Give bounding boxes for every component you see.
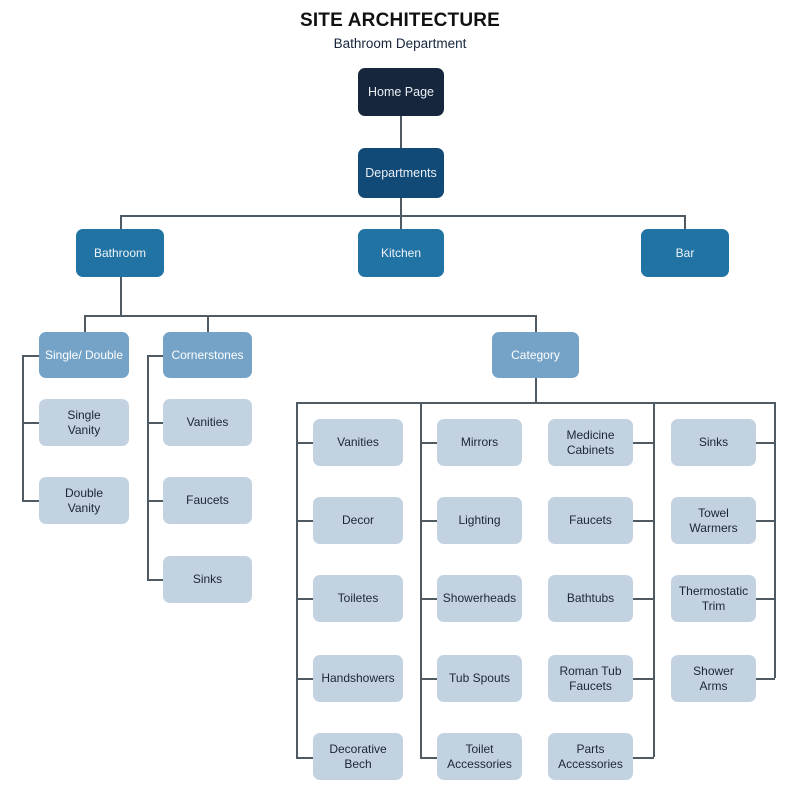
connector-c1-stub-4 (296, 678, 313, 680)
page-subtitle: Bathroom Department (333, 36, 467, 51)
connector-c4-stub-4 (756, 678, 775, 680)
connector-bus-to-bathroom (120, 215, 122, 229)
node-toiletes[interactable]: Toiletes (313, 575, 403, 622)
connector-c4-stub-2 (756, 520, 775, 522)
connector-bus-to-singledouble (84, 315, 86, 332)
connector-c4-stub-1 (756, 442, 775, 444)
connector-c1-stub-3 (296, 598, 313, 600)
node-parts-accessories[interactable]: Parts Accessories (548, 733, 633, 780)
connector-c2-stub-2 (420, 520, 437, 522)
node-bathroom[interactable]: Bathroom (76, 229, 164, 277)
connector-cs-stub-parent (147, 355, 163, 357)
connector-sd-stub-2 (22, 500, 39, 502)
node-showerheads[interactable]: Showerheads (437, 575, 522, 622)
node-bar[interactable]: Bar (641, 229, 729, 277)
node-shower-arms[interactable]: Shower Arms (671, 655, 756, 702)
node-handshowers[interactable]: Handshowers (313, 655, 403, 702)
node-toilet-accessories[interactable]: Toilet Accessories (437, 733, 522, 780)
node-decorative-bech[interactable]: Decorative Bech (313, 733, 403, 780)
connector-c1-trunk (296, 402, 298, 757)
node-kitchen[interactable]: Kitchen (358, 229, 444, 277)
node-cornerstones[interactable]: Cornerstones (163, 332, 252, 378)
node-single-double[interactable]: Single/ Double (39, 332, 129, 378)
node-roman-tub-faucets[interactable]: Roman Tub Faucets (548, 655, 633, 702)
connector-c2-trunk (420, 402, 422, 757)
node-faucets[interactable]: Faucets (163, 477, 252, 524)
connector-c3-stub-3 (633, 598, 654, 600)
node-vanities[interactable]: Vanities (163, 399, 252, 446)
node-medicine-cabinets[interactable]: Medicine Cabinets (548, 419, 633, 466)
connector-bus-to-cornerstones (207, 315, 209, 332)
connector-c3-stub-4 (633, 678, 654, 680)
connector-sd-stub-1 (22, 422, 39, 424)
connector-home-to-departments (400, 116, 402, 148)
connector-departments-down (400, 198, 402, 215)
node-towel-warmers[interactable]: Towel Warmers (671, 497, 756, 544)
connector-cs-stub-3 (147, 579, 163, 581)
connector-cs-stub-2 (147, 500, 163, 502)
connector-c1-stub-2 (296, 520, 313, 522)
node-sinks[interactable]: Sinks (671, 419, 756, 466)
connector-c2-stub-3 (420, 598, 437, 600)
connector-bathroom-down (120, 277, 122, 315)
connector-sd-trunk (22, 355, 24, 501)
connector-c3-stub-1 (633, 442, 654, 444)
connector-c2-stub-4 (420, 678, 437, 680)
connector-c2-stub-5 (420, 757, 437, 759)
node-sinks[interactable]: Sinks (163, 556, 252, 603)
connector-sd-stub-parent (22, 355, 39, 357)
node-departments[interactable]: Departments (358, 148, 444, 198)
connector-cs-trunk (147, 355, 149, 580)
connector-c3-stub-2 (633, 520, 654, 522)
node-mirrors[interactable]: Mirrors (437, 419, 522, 466)
connector-cs-stub-1 (147, 422, 163, 424)
connector-bus-to-kitchen (400, 215, 402, 229)
node-vanities[interactable]: Vanities (313, 419, 403, 466)
node-double-vanity[interactable]: Double Vanity (39, 477, 129, 524)
node-category[interactable]: Category (492, 332, 579, 378)
node-lighting[interactable]: Lighting (437, 497, 522, 544)
node-tub-spouts[interactable]: Tub Spouts (437, 655, 522, 702)
connector-group-bus (84, 315, 536, 317)
connector-c1-stub-5 (296, 757, 313, 759)
connector-c3-trunk (653, 402, 655, 757)
node-faucets[interactable]: Faucets (548, 497, 633, 544)
node-thermostatic-trim[interactable]: Thermostatic Trim (671, 575, 756, 622)
page-title: SITE ARCHITECTURE (299, 10, 501, 31)
node-single-vanity[interactable]: Single Vanity (39, 399, 129, 446)
connector-c2-stub-1 (420, 442, 437, 444)
connector-c4-trunk (774, 402, 776, 678)
node-decor[interactable]: Decor (313, 497, 403, 544)
connector-dept-bus (120, 215, 685, 217)
node-home-page[interactable]: Home Page (358, 68, 444, 116)
connector-c3-stub-5 (633, 757, 654, 759)
connector-bus-to-bar (684, 215, 686, 229)
connector-bus-to-category (535, 315, 537, 332)
node-bathtubs[interactable]: Bathtubs (548, 575, 633, 622)
connector-c4-stub-3 (756, 598, 775, 600)
connector-category-bus (296, 402, 775, 404)
connector-c1-stub-1 (296, 442, 313, 444)
connector-category-down (535, 378, 537, 402)
